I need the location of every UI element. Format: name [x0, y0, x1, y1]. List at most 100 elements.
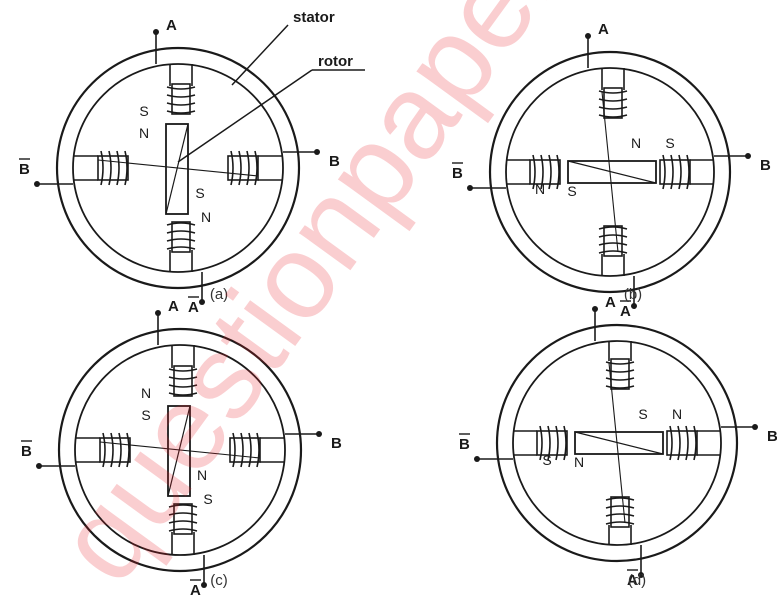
- coil-turn: [598, 234, 628, 238]
- coil-right: [666, 425, 698, 461]
- coil-turn: [102, 432, 106, 468]
- coil-turn: [598, 90, 628, 94]
- field-line: [97, 159, 259, 177]
- coil-turn: [686, 154, 690, 190]
- field-line: [601, 91, 619, 253]
- field-line: [608, 362, 626, 524]
- coil-turn: [166, 230, 196, 234]
- terminal-label-a-bar: A: [188, 299, 199, 316]
- coil-turn: [605, 497, 635, 501]
- field-line: [99, 441, 261, 459]
- coil-turn: [540, 154, 544, 190]
- pole-letter-s: S: [567, 183, 576, 199]
- coil-turn: [168, 512, 198, 516]
- stator-outer-ring: [55, 46, 301, 290]
- terminal-dot-b-right: [316, 431, 322, 437]
- terminal-dot-a-bottom: [201, 582, 207, 588]
- coil-turn: [232, 432, 236, 468]
- panel-caption: (c): [210, 572, 228, 589]
- callout-labels: stator rotor: [177, 9, 365, 163]
- coil-turn: [166, 102, 196, 106]
- coil-turn: [168, 520, 198, 524]
- stator-outer-ring: [488, 50, 732, 294]
- coil-turn: [605, 505, 635, 509]
- terminal-label-b-bar: B: [19, 161, 30, 178]
- terminal-label-b-bar: B: [459, 436, 470, 453]
- coil-turn: [605, 521, 635, 525]
- coil-turn: [108, 150, 112, 186]
- coil-turn: [563, 425, 567, 461]
- coil-core: [173, 503, 193, 535]
- coil-bottom: [605, 496, 635, 528]
- terminal-label-b: B: [760, 157, 771, 174]
- stator-callout: stator: [293, 9, 335, 26]
- coil-turn: [246, 150, 250, 186]
- terminal-dot-b-right: [745, 153, 751, 159]
- pole-letter-n: N: [574, 454, 584, 470]
- coil-turn: [126, 432, 130, 468]
- coil-right: [227, 150, 259, 186]
- coil-left: [99, 432, 131, 468]
- terminal-dot-a-bottom: [638, 572, 644, 578]
- coil-core: [603, 87, 623, 119]
- terminal-label-b-bar: B: [452, 165, 463, 182]
- stator-inner-ring: [72, 63, 284, 273]
- coil-turn: [605, 377, 635, 381]
- coil-turn: [168, 392, 198, 396]
- pole-letter-s: S: [203, 491, 212, 507]
- pole-letter-n: N: [631, 135, 641, 151]
- coil-turn: [598, 106, 628, 110]
- coil-turn: [254, 150, 258, 186]
- terminal-label-a-bar: A: [190, 582, 201, 599]
- terminal-dot-b-left: [467, 185, 473, 191]
- coil-turn: [598, 250, 628, 254]
- pole-letter-s: S: [665, 135, 674, 151]
- pole-letter-s: S: [139, 103, 148, 119]
- coil-turn: [677, 425, 681, 461]
- coil-bottom: [168, 503, 198, 535]
- rotor-hatch: [574, 431, 664, 455]
- coil-turn: [166, 222, 196, 226]
- terminal-label-a-bar: A: [620, 303, 631, 320]
- coil-turn: [166, 110, 196, 114]
- stator-leader-line: [231, 24, 289, 86]
- coil-left: [536, 425, 568, 461]
- pole-letter-n: N: [197, 467, 207, 483]
- coil-turn: [605, 513, 635, 517]
- coil-turn: [605, 369, 635, 373]
- coil-turn: [168, 376, 198, 380]
- coil-top: [168, 365, 198, 397]
- coil-left: [529, 154, 561, 190]
- coil-bottom: [598, 225, 628, 257]
- coil-turn: [669, 425, 673, 461]
- terminal-dot-b-left: [36, 463, 42, 469]
- coil-turn: [547, 425, 551, 461]
- coil-turn: [598, 98, 628, 102]
- stator-inner-ring: [512, 340, 722, 546]
- coil-turn: [555, 425, 559, 461]
- pole-letter-s: S: [638, 406, 647, 422]
- pole-letter-s: S: [542, 452, 551, 468]
- coil-turn: [166, 94, 196, 98]
- terminal-label-b: B: [767, 428, 777, 445]
- coil-left: [97, 150, 129, 186]
- coil-turn: [168, 368, 198, 372]
- terminal-dot-b-right: [752, 424, 758, 430]
- coil-turn: [598, 114, 628, 118]
- coil-turn: [598, 242, 628, 246]
- stator-inner-ring: [505, 67, 715, 277]
- coil-turn: [168, 528, 198, 532]
- rotor-leader-line: [177, 69, 313, 163]
- terminal-dot-a-bottom: [199, 299, 205, 305]
- terminal-label-b: B: [329, 153, 340, 170]
- stator-inner-ring: [74, 344, 286, 556]
- coil-turn: [248, 432, 252, 468]
- coil-turn: [548, 154, 552, 190]
- terminal-label-a: A: [166, 17, 177, 34]
- pole-letter-n: N: [139, 125, 149, 141]
